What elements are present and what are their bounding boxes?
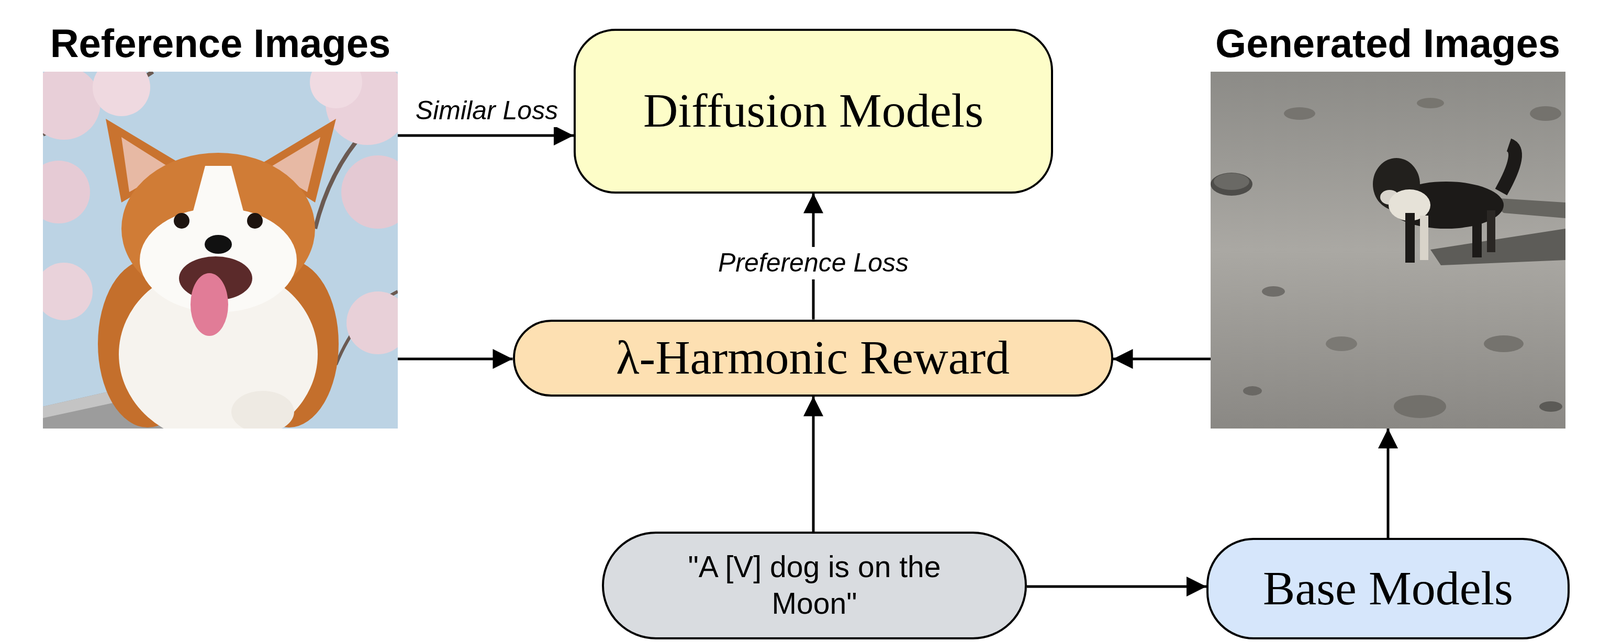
arrow-connector xyxy=(812,396,815,533)
image-heading: Reference Images xyxy=(50,21,391,66)
arrow-connector xyxy=(397,357,513,361)
illustration-part xyxy=(42,160,91,224)
dog xyxy=(1372,144,1566,266)
illustration-part xyxy=(42,262,93,321)
illustration-part xyxy=(1419,215,1429,261)
illustration-part xyxy=(1501,144,1516,193)
node-label: Base Models xyxy=(1262,562,1514,615)
illustration-part xyxy=(1430,228,1566,266)
illustration-part xyxy=(1210,71,1566,429)
illustration-part xyxy=(1393,395,1447,419)
model-box: Base Models xyxy=(1206,538,1570,640)
model-box: Diffusion Models xyxy=(573,28,1054,194)
edge-label: Preference Loss xyxy=(712,247,914,280)
illustration-part xyxy=(247,213,263,229)
illustration-part xyxy=(1243,386,1262,396)
illustration-part xyxy=(1261,286,1285,297)
blossoms xyxy=(42,71,398,365)
illustration-part xyxy=(173,213,190,229)
illustration-part xyxy=(1472,213,1482,258)
illustration-part xyxy=(309,71,363,109)
edge-label: Similar Loss xyxy=(410,94,564,128)
illustration-part xyxy=(42,71,101,140)
illustration-part xyxy=(1283,107,1316,120)
corgi xyxy=(97,118,339,429)
illustration-part xyxy=(1416,97,1445,109)
illustration-part xyxy=(341,155,398,229)
illustration-part xyxy=(184,165,253,245)
arrow-connector xyxy=(1026,585,1207,589)
illustration-part xyxy=(1405,213,1415,263)
illustration-part xyxy=(190,273,229,337)
arrow-connector xyxy=(1113,357,1212,361)
prompt-box: "A [V] dog is on the Moon" xyxy=(601,531,1027,640)
moon-dog-photo xyxy=(1210,71,1566,429)
arrow-connector xyxy=(1386,428,1390,539)
illustration-part xyxy=(1213,173,1250,190)
arrow-connector xyxy=(397,134,574,138)
illustration-part xyxy=(92,71,151,117)
image-heading: Generated Images xyxy=(1215,21,1561,66)
generated-image: Generated Images xyxy=(1210,71,1565,429)
node-label: Diffusion Models xyxy=(643,84,984,138)
illustration-part xyxy=(1325,336,1358,352)
illustration-part xyxy=(1529,106,1562,121)
illustration-part xyxy=(1210,172,1253,196)
reward-box: λ-Harmonic Reward xyxy=(512,319,1114,397)
node-label: "A [V] dog is on the Moon" xyxy=(667,549,961,622)
illustration-part xyxy=(346,291,398,355)
illustration-part xyxy=(1539,401,1563,412)
connectors xyxy=(397,135,1389,587)
illustration-part xyxy=(1486,210,1496,253)
corgi-photo xyxy=(42,71,398,429)
illustration-part xyxy=(118,265,318,429)
reference-image: Reference Images xyxy=(42,71,398,429)
illustration-part xyxy=(231,390,295,429)
node-label: λ-Harmonic Reward xyxy=(616,331,1010,385)
illustration-part xyxy=(1483,335,1524,353)
illustration-part xyxy=(204,235,232,254)
